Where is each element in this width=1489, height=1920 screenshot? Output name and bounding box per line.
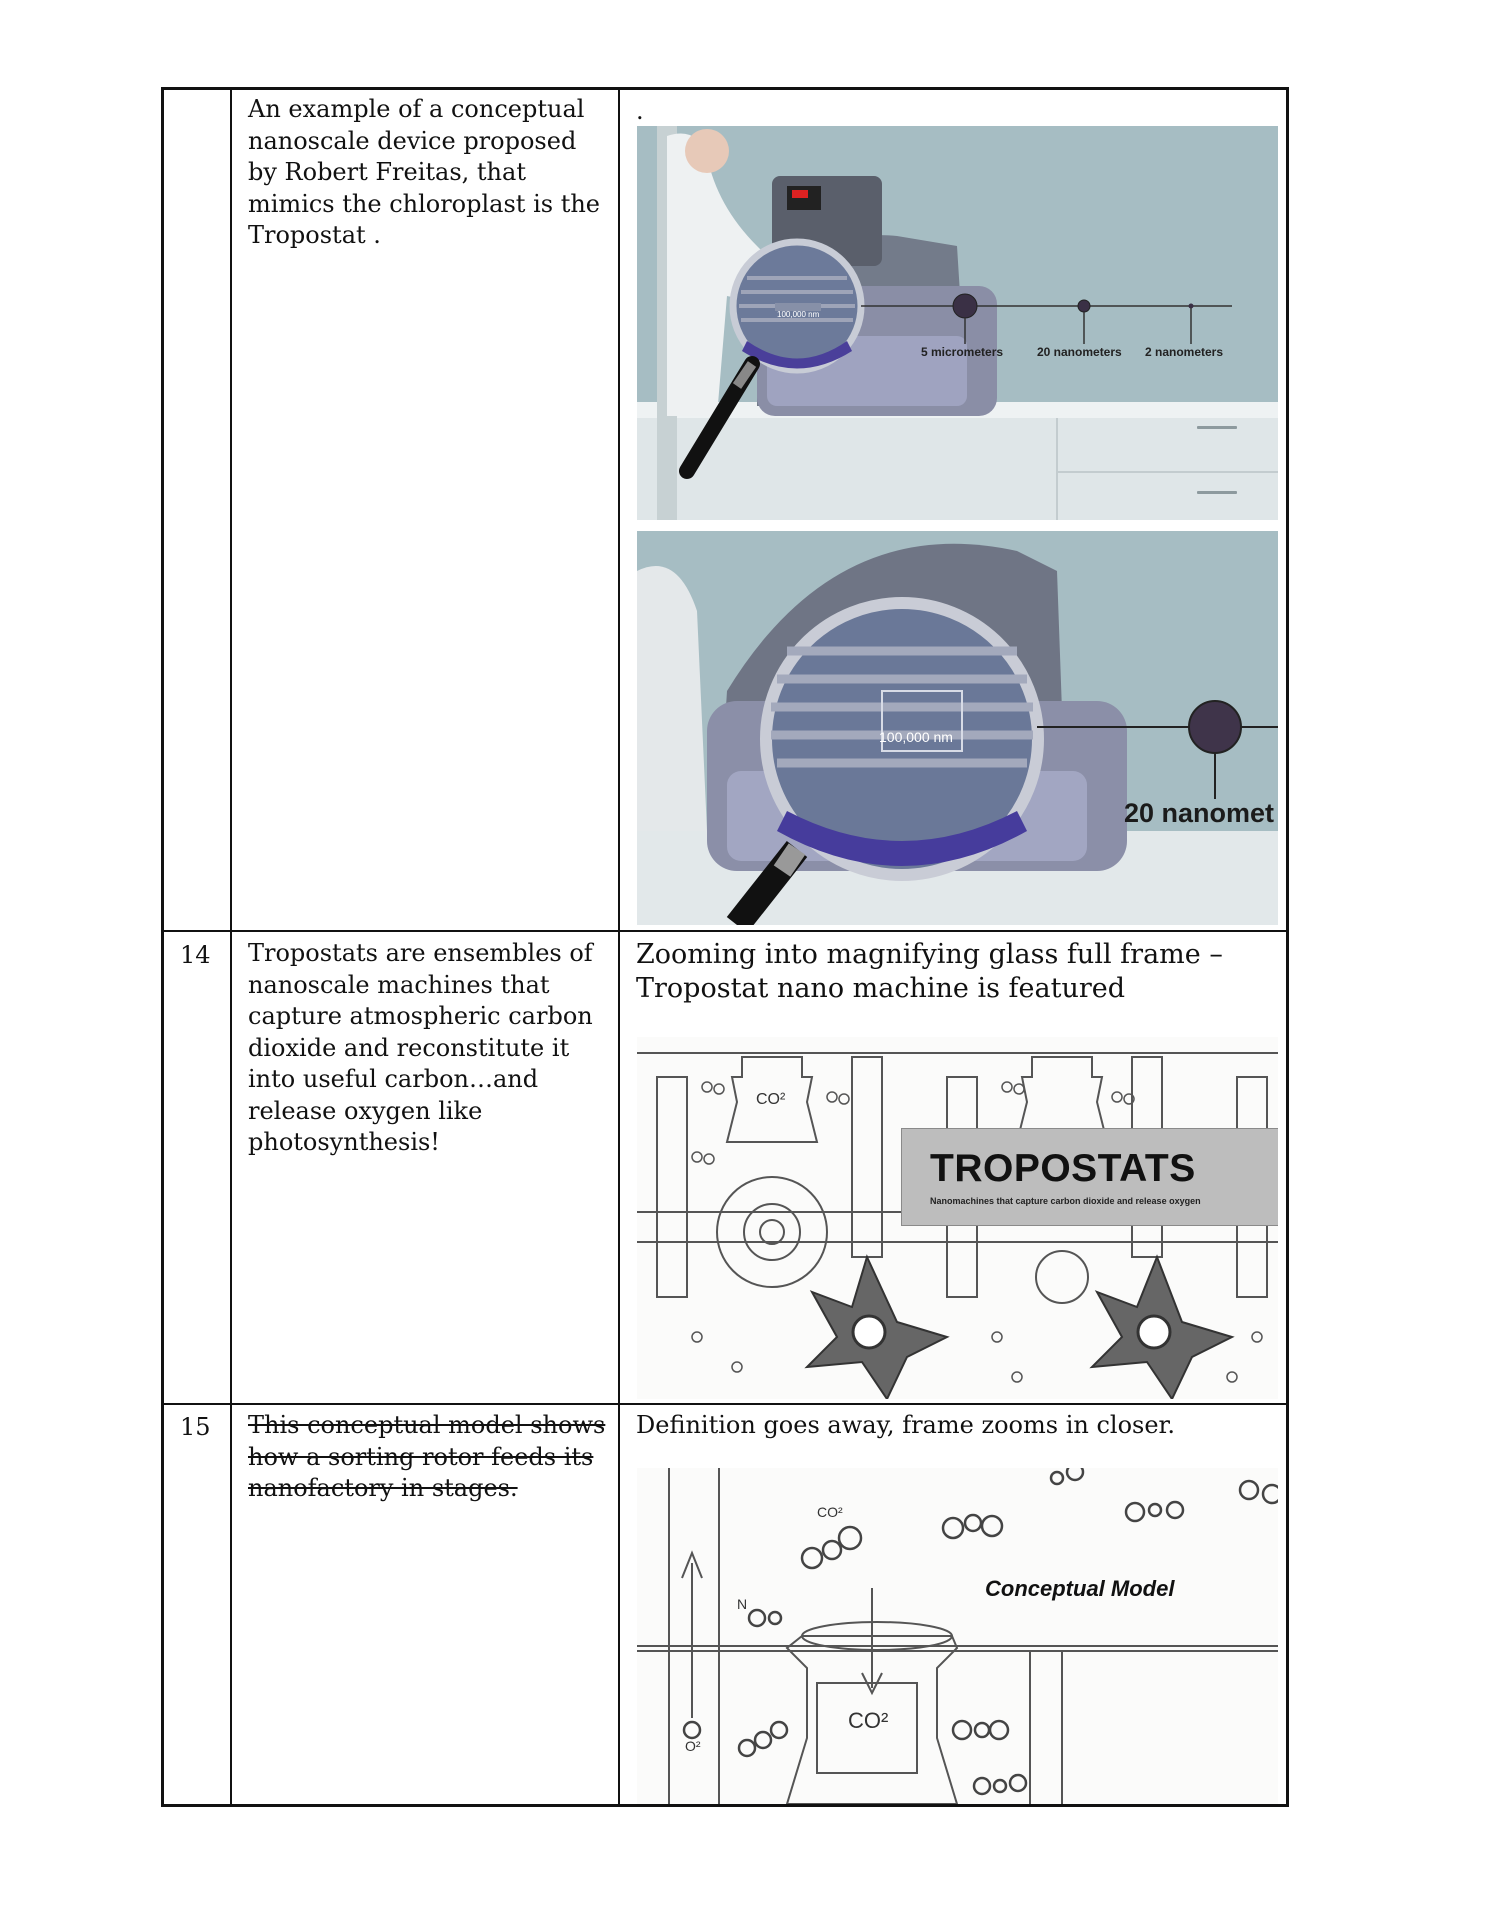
title-card-subtitle: Nanomachines that capture carbon dioxide…	[930, 1196, 1201, 1206]
lens-scale-label: 100,000 nm	[777, 310, 819, 319]
nitrogen-label: N	[737, 1596, 747, 1612]
conceptual-model-caption: Conceptual Model	[985, 1576, 1174, 1602]
row-divider-15	[164, 1403, 1286, 1405]
conceptual-model-sketch-image: CO² CO² N O² Conceptual Model	[637, 1468, 1278, 1804]
row-notes: Definition goes away, frame zooms in clo…	[636, 1410, 1256, 1442]
lab-zoom-closeup-image: 100,000 nm 20 nanomet	[637, 531, 1278, 925]
row-notes: Zooming into magnifying glass full frame…	[636, 938, 1256, 1006]
oxygen-label: O²	[685, 1738, 701, 1754]
tropostats-title-card: TROPOSTATS Nanomachines that capture car…	[901, 1128, 1278, 1226]
title-card-heading: TROPOSTATS	[930, 1147, 1196, 1191]
scale-label-5-micrometers: 5 micrometers	[921, 345, 1003, 359]
row-divider-14	[164, 930, 1286, 932]
row-number: 15	[180, 1412, 211, 1442]
storyboard-table: An example of a conceptual nanoscale dev…	[161, 87, 1289, 1807]
lens-scale-label: 100,000 nm	[879, 729, 953, 745]
row-description: An example of a conceptual nanoscale dev…	[248, 94, 608, 252]
row-description-struck: This conceptual model shows how a sortin…	[248, 1410, 608, 1505]
tropostats-sketch-image: CO² TROPOSTATS Nanomachines that capture…	[637, 1037, 1278, 1399]
molecule-label: CO²	[817, 1504, 843, 1520]
column-divider-number	[230, 90, 232, 1804]
chamber-label: CO²	[756, 1091, 785, 1109]
column-divider-description	[618, 90, 620, 1804]
scale-label-20-nanometers: 20 nanometers	[1037, 345, 1122, 359]
row-notes: .	[636, 96, 676, 128]
row-description: Tropostats are ensembles of nanoscale ma…	[248, 938, 608, 1159]
scale-label-2-nanometers: 2 nanometers	[1145, 345, 1223, 359]
chamber-label: CO²	[848, 1708, 888, 1734]
row-number: 14	[180, 940, 211, 970]
lab-zoom-image: 100,000 nm 5 micrometers 20 nanometers 2…	[637, 126, 1278, 520]
scale-label-20-nanometers: 20 nanomet	[1124, 798, 1274, 829]
